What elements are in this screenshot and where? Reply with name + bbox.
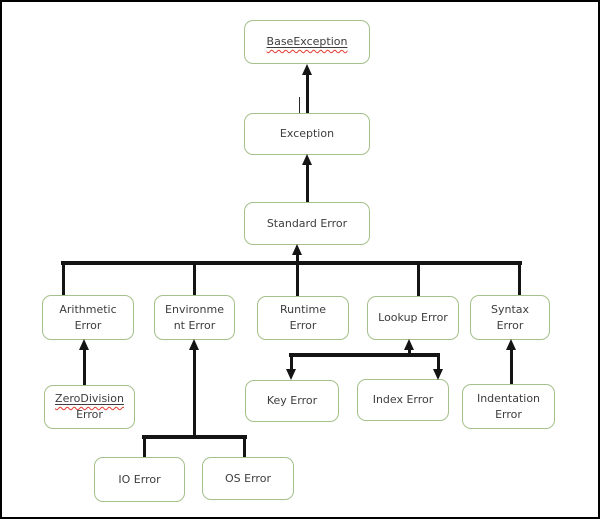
node-label: IO Error <box>118 472 161 486</box>
node-label: Exception <box>279 127 335 140</box>
node-lookup-error: Lookup Error <box>367 296 459 340</box>
node-runtime-error: Runtime Error <box>257 296 349 340</box>
drop-to-index-error <box>437 355 440 369</box>
node-label-line1: Arithmetic <box>59 302 117 316</box>
lookup-subtree-horizontal-line <box>289 353 440 357</box>
bus-horizontal-line <box>61 261 522 265</box>
node-indentation-error: Indentation Error <box>462 384 555 429</box>
node-key-error: Key Error <box>245 380 339 422</box>
edge-standarderror-exception-line <box>306 164 309 202</box>
arrowhead-up-to-arithmetic-error <box>79 339 89 350</box>
stray-tick-mark <box>299 97 300 113</box>
node-label: Lookup Error <box>378 311 448 324</box>
node-environment-error: Environme nt Error <box>154 295 235 340</box>
node-io-error: IO Error <box>94 457 185 502</box>
node-label-line1: Indentation <box>476 391 541 405</box>
node-label: BaseException <box>266 35 348 48</box>
node-label: Key Error <box>266 394 318 407</box>
node-syntax-error: Syntax Error <box>470 295 550 340</box>
bus-drop-syntax <box>518 263 521 295</box>
node-os-error: OS Error <box>202 457 294 500</box>
node-label-line1: Environme <box>165 302 224 316</box>
edge-exception-baseexception-line <box>306 74 309 113</box>
arrowhead-up-to-lookup-error <box>404 339 414 350</box>
drop-to-io-error <box>143 438 146 457</box>
bus-drop-lookup <box>417 263 420 296</box>
node-label-line2: Error <box>289 319 317 332</box>
node-label-line1: Syntax <box>490 302 530 316</box>
node-standard-error: Standard Error <box>244 202 370 245</box>
drop-to-key-error <box>290 355 293 369</box>
edge-indentation-syntax-line <box>510 349 513 384</box>
node-exception: Exception <box>244 113 370 155</box>
edge-zerodivision-arithmetic-line <box>83 349 86 385</box>
node-label: Standard Error <box>266 216 348 230</box>
edge-bus-standarderror-line <box>296 254 299 264</box>
node-arithmetic-error: Arithmetic Error <box>42 295 134 340</box>
node-label-line2: nt Error <box>173 318 216 332</box>
arrowhead-up-to-exception <box>302 154 312 165</box>
node-label-line2: Error <box>76 408 103 421</box>
edge-environment-subtree-trunk <box>193 349 196 439</box>
node-base-exception: BaseException <box>244 20 370 64</box>
arrowhead-up-to-environment-error <box>189 339 199 350</box>
drop-to-os-error <box>243 438 246 457</box>
arrowhead-up-to-standard-error <box>292 244 302 255</box>
arrowhead-up-to-base-exception <box>302 64 312 75</box>
node-label-line2: Error <box>496 318 524 332</box>
node-zero-division-error: ZeroDivision Error <box>44 385 135 429</box>
arrowhead-down-to-index-error <box>433 369 443 380</box>
node-label-line2: Error <box>74 318 102 332</box>
bus-drop-environment <box>193 263 196 295</box>
bus-drop-arithmetic <box>62 263 65 295</box>
arrowhead-down-to-key-error <box>286 369 296 380</box>
node-index-error: Index Error <box>357 379 449 421</box>
node-label-line2: Error <box>495 407 522 421</box>
bus-drop-runtime <box>296 263 299 296</box>
arrowhead-up-to-syntax-error <box>506 339 516 350</box>
node-label-line1: Runtime <box>280 303 326 316</box>
node-label: OS Error <box>225 471 271 485</box>
node-label: Index Error <box>372 393 434 406</box>
node-label-line1: ZeroDivision <box>55 392 124 405</box>
environment-subtree-horizontal-line <box>142 435 247 439</box>
